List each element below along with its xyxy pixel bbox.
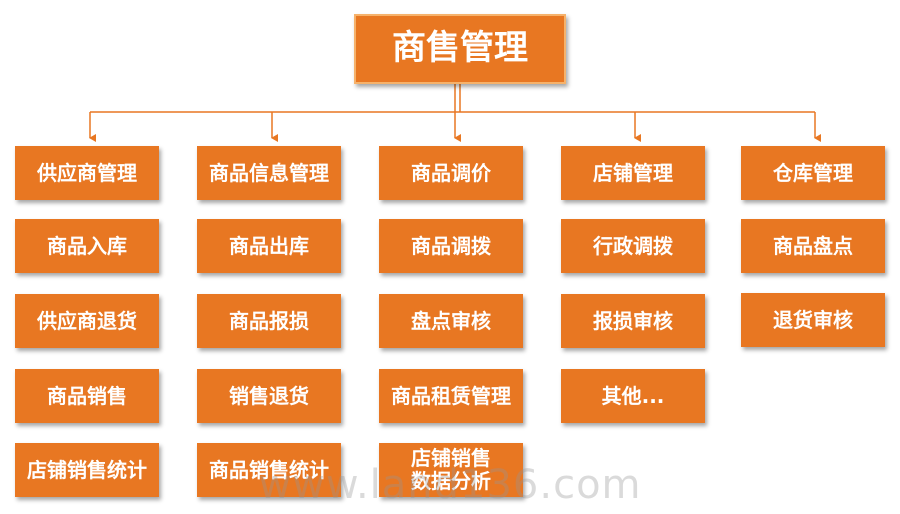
node-stocktake-audit: 盘点审核 bbox=[379, 294, 523, 348]
node-store-sales-stats: 店铺销售统计 bbox=[15, 443, 159, 497]
node-price-adjust: 商品调价 bbox=[379, 146, 523, 200]
node-goods-stocktake: 商品盘点 bbox=[741, 219, 885, 273]
node-return-audit: 退货审核 bbox=[741, 293, 885, 347]
node-sales-return: 销售退货 bbox=[197, 369, 341, 423]
node-goods-inbound: 商品入库 bbox=[15, 219, 159, 273]
node-goods-info-management: 商品信息管理 bbox=[197, 146, 341, 200]
node-other: 其他... bbox=[561, 369, 705, 423]
node-supplier-management: 供应商管理 bbox=[15, 146, 159, 200]
node-store-management: 店铺管理 bbox=[561, 146, 705, 200]
watermark: www.land136.com bbox=[258, 462, 642, 508]
node-goods-transfer: 商品调拨 bbox=[379, 219, 523, 273]
node-goods-sales: 商品销售 bbox=[15, 369, 159, 423]
node-goods-rental-management: 商品租赁管理 bbox=[379, 369, 523, 423]
node-store-sales-analysis: 店铺销售 数据分析 bbox=[379, 443, 523, 497]
node-supplier-return: 供应商退货 bbox=[15, 294, 159, 348]
node-damage-audit: 报损审核 bbox=[561, 294, 705, 348]
node-admin-transfer: 行政调拨 bbox=[561, 219, 705, 273]
node-warehouse-management: 仓库管理 bbox=[741, 146, 885, 200]
node-goods-damage-report: 商品报损 bbox=[197, 294, 341, 348]
node-goods-outbound: 商品出库 bbox=[197, 219, 341, 273]
root-node: 商售管理 bbox=[354, 14, 566, 84]
node-goods-sales-stats: 商品销售统计 bbox=[197, 443, 341, 497]
